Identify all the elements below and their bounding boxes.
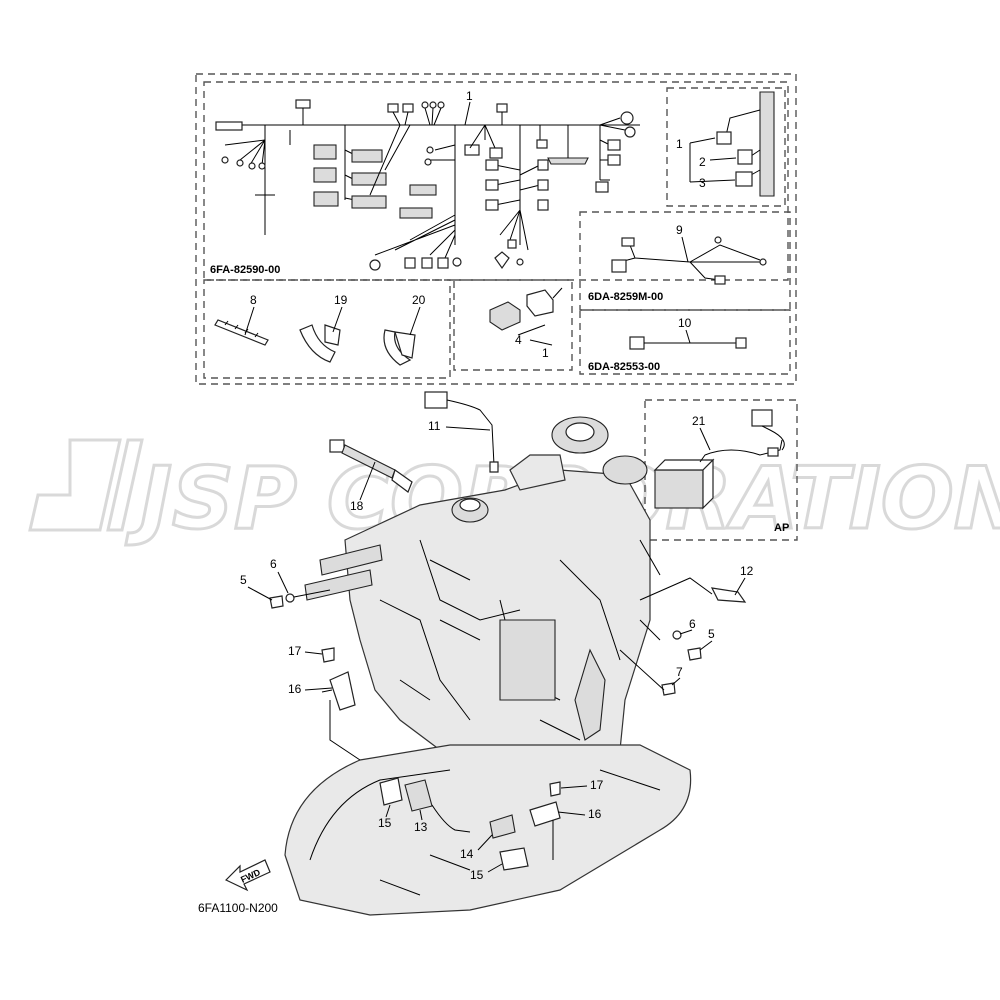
- relay-assembly: 4 1: [489, 287, 563, 360]
- sensor-11: 11: [424, 391, 499, 473]
- bolts-left: 5 6: [240, 557, 331, 609]
- harness-code-main: 6FA-82590-00: [210, 264, 280, 276]
- sub-harness-9: 9 6DA-8259M-00: [588, 223, 767, 303]
- callout-9: 9: [676, 223, 683, 237]
- callout-20: 20: [412, 293, 426, 307]
- callout-8: 8: [250, 293, 257, 307]
- callout-1-detail: 1: [676, 137, 683, 151]
- cable-clips: 8 19 20: [214, 293, 426, 366]
- callout-7: 7: [676, 665, 683, 679]
- main-wire-harness: 1 6FA-82590-00: [210, 89, 640, 276]
- bottom-cowling: [284, 744, 692, 916]
- callout-17-right: 17: [590, 778, 604, 792]
- callout-17-left: 17: [288, 644, 302, 658]
- watermark-logo-icon: [28, 438, 144, 532]
- detail-sensor-assembly: 1 2 3: [676, 91, 775, 197]
- callout-13: 13: [414, 820, 428, 834]
- callout-5-right: 5: [708, 627, 715, 641]
- harness-code-sub-9: 6DA-8259M-00: [588, 291, 663, 303]
- callout-6-right: 6: [689, 617, 696, 631]
- callout-19: 19: [334, 293, 348, 307]
- sensor-18: 18: [329, 439, 413, 513]
- callout-3-detail: 3: [699, 176, 706, 190]
- callout-16-right: 16: [588, 807, 602, 821]
- callout-2-detail: 2: [699, 155, 706, 169]
- bracket-left: 17 16: [288, 644, 361, 761]
- callout-15-right: 15: [470, 868, 484, 882]
- callout-10: 10: [678, 316, 692, 330]
- callout-1-relay: 1: [542, 346, 549, 360]
- callout-15-left: 15: [378, 816, 392, 830]
- callout-4-relay: 4: [515, 333, 522, 347]
- callout-5-left: 5: [240, 573, 247, 587]
- bolts-right: 6 5 7: [619, 617, 715, 696]
- ap-label: AP: [774, 522, 789, 534]
- harness-kit-frame: [195, 73, 798, 541]
- callout-6-left: 6: [270, 557, 277, 571]
- ap-battery-cable: 21 AP: [653, 409, 789, 534]
- sensor-12: 12: [639, 564, 754, 603]
- harness-code-sub-10: 6DA-82553-00: [588, 361, 660, 373]
- callout-16-left: 16: [288, 682, 302, 696]
- sub-harness-10: 10 6DA-82553-00: [588, 316, 747, 373]
- diagram-code: 6FA1100-N200: [198, 901, 278, 915]
- callout-1-main: 1: [466, 89, 473, 103]
- callout-12: 12: [740, 564, 754, 578]
- callout-21: 21: [692, 414, 706, 428]
- callout-18: 18: [350, 499, 364, 513]
- callout-11: 11: [428, 419, 441, 433]
- bracket-right: 17 16: [529, 778, 604, 860]
- fwd-arrow: FWD: [224, 859, 271, 892]
- switch-and-grommets: 15 13 14 15: [378, 777, 529, 882]
- callout-14: 14: [460, 847, 474, 861]
